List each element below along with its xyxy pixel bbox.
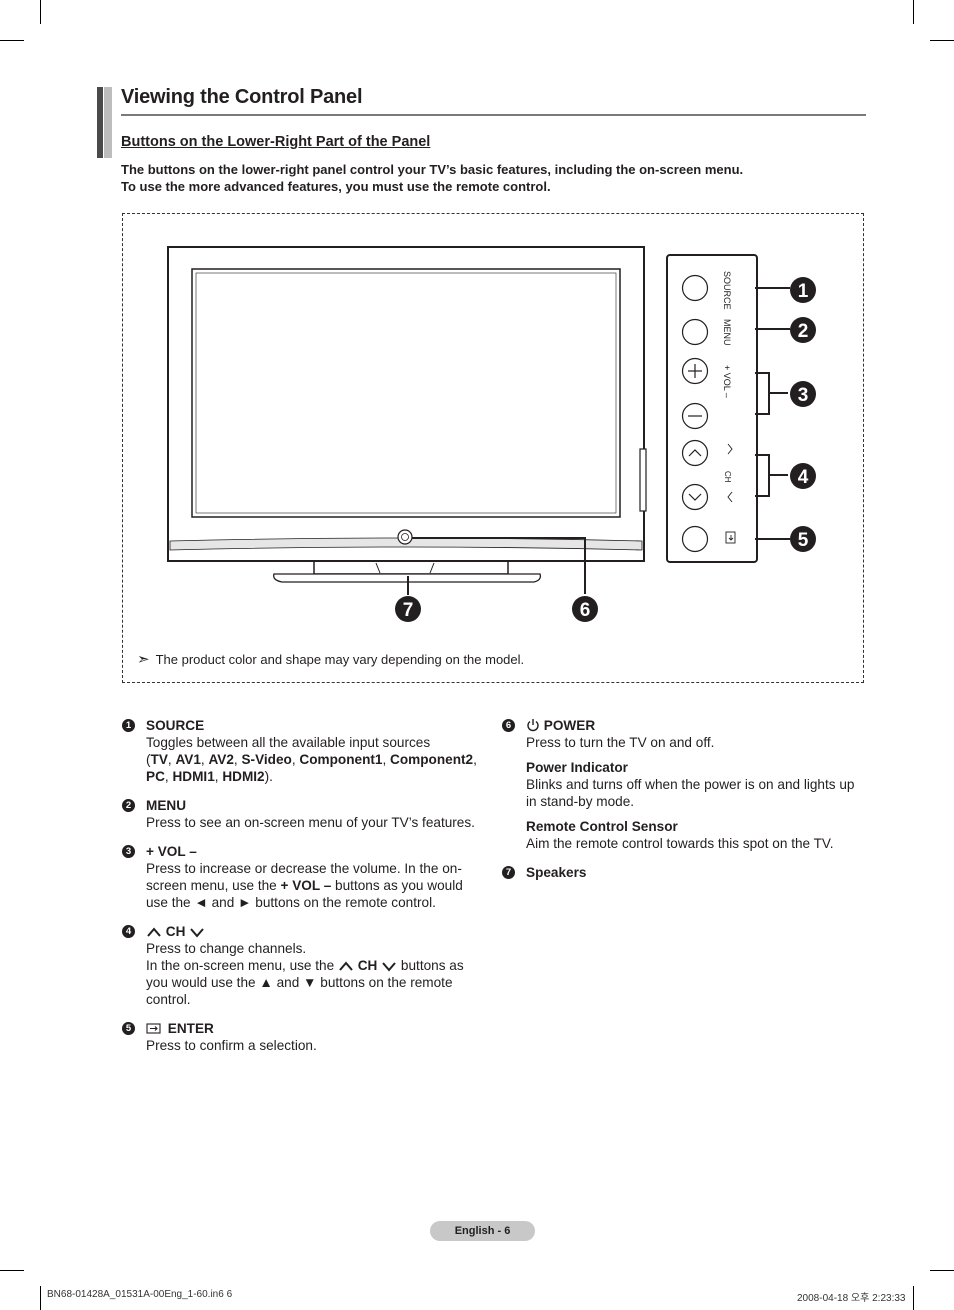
callout-badge: 5 (790, 526, 816, 552)
item-desc: Toggles between all the available input … (146, 735, 431, 750)
figure-note: ➣ The product color and shape may vary de… (137, 650, 524, 668)
list-item: 6 POWER Press to turn the TV on and off.… (502, 717, 862, 852)
title-divider (121, 114, 866, 116)
note-arrow-icon: ➣ (137, 651, 150, 668)
source-list: (TV, AV1, AV2, S-Video, Component1, Comp… (146, 752, 477, 784)
crop-mark (40, 1286, 41, 1310)
item-label: SOURCE (146, 718, 205, 733)
enter-button (681, 525, 709, 553)
left-column: 1 SOURCE Toggles between all the availab… (122, 717, 482, 1066)
figure-frame (122, 213, 864, 683)
callout-badge: 6 (572, 596, 598, 622)
item-label: POWER (526, 717, 862, 734)
callout-badge: 4 (790, 463, 816, 489)
svg-text:5: 5 (798, 530, 809, 551)
svg-text:4: 4 (798, 467, 809, 488)
chevron-down-icon (382, 962, 396, 972)
callout-badge: 7 (395, 596, 421, 622)
panel-label-source: SOURCE (722, 271, 732, 310)
panel-label-menu: MENU (722, 319, 732, 346)
list-item: 2 MENU Press to see an on-screen menu of… (122, 797, 482, 831)
power-icon (527, 719, 539, 732)
item-number: 5 (122, 1022, 135, 1035)
item-number: 2 (122, 799, 135, 812)
crop-mark (0, 1270, 24, 1271)
item-desc: Press to confirm a selection. (146, 1038, 317, 1053)
item-number: 6 (502, 719, 515, 732)
list-item: 7 Speakers (502, 864, 862, 881)
crop-mark (913, 1286, 914, 1310)
ch-up-button (681, 439, 709, 467)
page-number: English - 6 (430, 1221, 535, 1241)
item-label: ENTER (146, 1020, 482, 1037)
svg-text:2: 2 (798, 321, 809, 342)
enter-icon (146, 1023, 161, 1034)
intro-text: The buttons on the lower-right panel con… (121, 162, 743, 195)
intro-line: The buttons on the lower-right panel con… (121, 162, 744, 177)
item-number: 3 (122, 845, 135, 858)
list-item: 5 ENTER Press to confirm a selection. (122, 1020, 482, 1054)
svg-text:3: 3 (798, 385, 809, 406)
sub-label: Remote Control Sensor (526, 819, 678, 834)
ch-down-button (681, 483, 709, 511)
control-panel (666, 254, 758, 563)
sub-label: Power Indicator (526, 760, 628, 775)
page-title: Viewing the Control Panel (121, 86, 363, 108)
date-slug: 2008-04-18 오후 2:23:33 (797, 1293, 906, 1304)
crop-mark (40, 0, 41, 24)
tv-screen (191, 268, 621, 518)
item-desc: Press to see an on-screen menu of your T… (146, 815, 475, 830)
chevron-up-icon (339, 961, 353, 971)
file-slug: BN68-01428A_01531A-00Eng_1-60.in6 6 (47, 1289, 233, 1300)
callout-badge: 3 (790, 381, 816, 407)
panel-label-ch: CH (723, 471, 732, 483)
side-control-tab (639, 448, 647, 512)
enter-icon (725, 531, 736, 544)
item-desc: In the on-screen menu, use the CH button… (146, 958, 464, 1007)
svg-text:7: 7 (403, 600, 414, 621)
item-desc: Press to increase or decrease the volume… (146, 861, 463, 910)
item-desc: Aim the remote control towards this spot… (526, 836, 834, 851)
right-column: 6 POWER Press to turn the TV on and off.… (502, 717, 862, 893)
chevron-up-icon (147, 927, 161, 937)
tv-stand (313, 561, 509, 575)
item-label: CH (146, 923, 482, 940)
tv-illustration: SOURCE MENU + VOL – CH 1 2 3 4 5 6 7 (167, 246, 816, 622)
item-desc: Press to change channels. (146, 941, 307, 956)
panel-label-vol: + VOL – (722, 365, 732, 398)
crop-mark (0, 40, 24, 41)
source-button (681, 274, 709, 302)
list-item: 4 CH Press to change channels. In the on… (122, 923, 482, 1008)
section-title: Buttons on the Lower-Right Part of the P… (121, 134, 431, 150)
list-item: 1 SOURCE Toggles between all the availab… (122, 717, 482, 785)
crop-mark (913, 0, 914, 24)
intro-line: To use the more advanced features, you m… (121, 178, 551, 194)
svg-text:1: 1 (798, 281, 809, 302)
list-item: 3 + VOL – Press to increase or decrease … (122, 843, 482, 911)
item-number: 1 (122, 719, 135, 732)
chevron-down-icon (190, 928, 204, 938)
item-number: 7 (502, 866, 515, 879)
callout-badge: 2 (790, 317, 816, 343)
item-label: + VOL – (146, 844, 197, 859)
crop-mark (930, 40, 954, 41)
item-desc: Press to turn the TV on and off. (526, 735, 715, 750)
menu-button (681, 318, 709, 346)
item-label: MENU (146, 798, 187, 813)
power-button (397, 529, 413, 545)
heading-accent-bar (97, 87, 103, 158)
note-text: The product color and shape may vary dep… (155, 652, 525, 667)
heading-accent-bar (104, 87, 112, 158)
crop-mark (930, 1270, 954, 1271)
callout-badge: 1 (790, 277, 816, 303)
item-desc: Blinks and turns off when the power is o… (526, 777, 855, 809)
item-label: Speakers (526, 865, 587, 880)
item-number: 4 (122, 925, 135, 938)
svg-text:6: 6 (580, 600, 591, 621)
